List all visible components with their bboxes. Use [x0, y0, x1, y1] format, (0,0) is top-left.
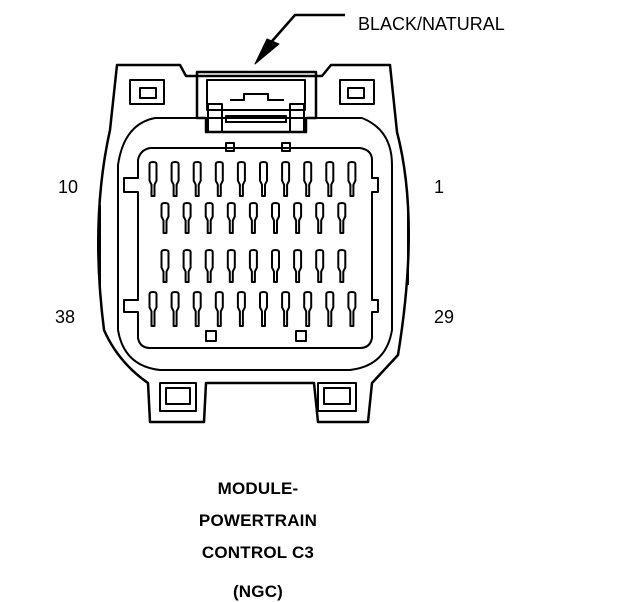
latch-inner: [206, 79, 306, 111]
pin-terminal: [337, 249, 347, 283]
pin-terminal: [236, 291, 246, 327]
pin-terminal: [293, 202, 303, 234]
pin-array: [148, 161, 357, 327]
title-line-2: POWERTRAIN: [198, 511, 318, 530]
pin-terminal: [204, 202, 214, 234]
corner-tab-top-left: [129, 79, 165, 105]
key-notch-1: [225, 142, 235, 152]
pin-label-bottom-right: 29: [434, 307, 455, 327]
pin-terminal: [226, 202, 236, 234]
key-notch-2: [281, 142, 291, 152]
pin-terminal: [182, 202, 192, 234]
pin-terminal: [192, 291, 202, 327]
pin-terminal: [315, 249, 325, 283]
pin-terminal: [325, 291, 335, 327]
pin-terminal: [281, 291, 291, 327]
pin-label-top-left: 10: [58, 177, 79, 197]
pin-terminal: [271, 202, 280, 234]
pin-terminal: [293, 249, 303, 283]
pin-terminal: [204, 249, 214, 283]
pin-terminal: [192, 161, 202, 197]
corner-tab-bottom-right-inner: [323, 387, 351, 405]
pin-terminal: [148, 291, 158, 327]
title-line-1: MODULE-: [217, 479, 299, 498]
pin-terminal: [303, 291, 313, 327]
pin-label-bottom-left: 38: [55, 307, 76, 327]
latch-detail: [230, 93, 284, 101]
pin-terminal: [259, 161, 268, 197]
callout-label: BLACK/NATURAL: [358, 14, 505, 34]
pin-terminal: [214, 291, 224, 327]
pin-label-top-right: 1: [434, 177, 445, 197]
pin-terminal: [160, 249, 170, 283]
pin-terminal: [214, 161, 224, 197]
pin-terminal: [337, 202, 347, 234]
pin-terminal: [347, 291, 357, 327]
pin-terminal: [148, 161, 158, 197]
pin-terminal: [170, 161, 180, 197]
connector-housing-outline: [96, 63, 410, 424]
title-line-4: (NGC): [232, 582, 284, 601]
pin-terminal: [170, 291, 180, 327]
pin-terminal: [160, 202, 170, 234]
corner-tab-top-right: [339, 79, 375, 105]
callout-arrowhead: [254, 38, 280, 65]
pin-terminal: [248, 249, 258, 283]
pin-terminal: [325, 161, 335, 197]
pin-terminal: [226, 249, 236, 283]
pin-terminal: [271, 249, 280, 283]
pin-terminal: [315, 202, 325, 234]
pin-terminal: [236, 161, 246, 197]
corner-tab-bottom-right: [317, 382, 357, 412]
corner-tab-top-right-inner: [347, 87, 365, 99]
pin-terminal: [182, 249, 192, 283]
housing-inner-outline: [117, 117, 393, 371]
pin-terminal: [248, 202, 258, 234]
corner-tab-top-left-inner: [139, 87, 157, 99]
key-notch-4: [295, 330, 307, 342]
pin-cavity-outline: [123, 147, 379, 349]
pin-terminal: [303, 161, 313, 197]
corner-tab-bottom-left: [159, 382, 197, 412]
callout-leader-line: [265, 13, 345, 49]
title-line-3: CONTROL C3: [201, 543, 315, 562]
pin-terminal: [281, 161, 291, 197]
key-notch-3: [205, 330, 217, 342]
pin-terminal: [259, 291, 268, 327]
corner-tab-bottom-left-inner: [165, 387, 191, 405]
pin-terminal: [347, 161, 357, 197]
